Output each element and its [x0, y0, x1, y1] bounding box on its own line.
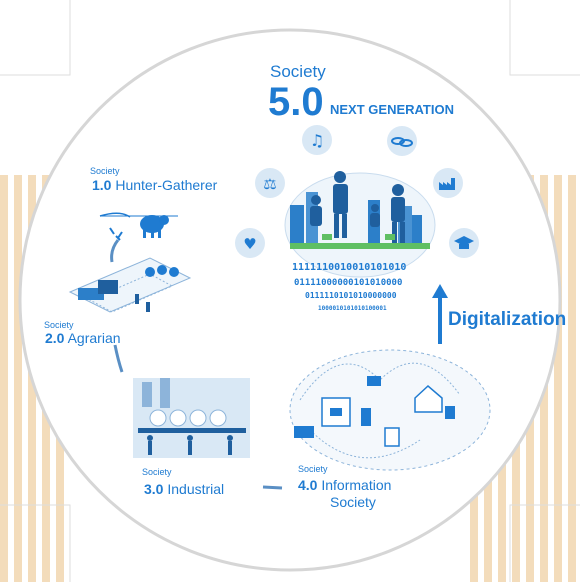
- binary-line-4: 1000010101010100001: [318, 305, 387, 312]
- society4-name-line1: Information: [321, 477, 392, 493]
- digitalization-arrow: [432, 284, 448, 344]
- binary-line-1: 1111110010010101010: [292, 262, 406, 273]
- society1-name: Hunter-Gatherer: [115, 177, 218, 193]
- era-connectors: [110, 239, 283, 490]
- society4-title: 4.0 Information: [298, 476, 391, 494]
- society3-prefix: Society: [142, 467, 172, 477]
- society2-prefix: Society: [44, 320, 74, 330]
- svg-text:♥: ♥: [243, 235, 256, 253]
- svg-text:♫: ♫: [310, 131, 324, 150]
- music-icon-circle: ♫: [302, 125, 332, 155]
- society2-title: 2.0 Agrarian: [45, 329, 121, 347]
- binary-stream: 1111110010010101010 01111000000101010000…: [292, 262, 406, 312]
- society1-title: 1.0 Hunter-Gatherer: [92, 176, 217, 194]
- rings-icon-circle: [387, 126, 417, 156]
- factory-icon-circle: [433, 168, 463, 198]
- heart-icon-circle: ♥: [235, 228, 265, 258]
- society4-name-line2: Society: [330, 494, 376, 510]
- scales-icon-circle: ⚖: [255, 168, 285, 198]
- society3-name: Industrial: [167, 481, 225, 497]
- binary-line-2: 01111000000101010000: [294, 278, 402, 288]
- society4-number: 4.0: [298, 477, 318, 493]
- society2-name: Agrarian: [67, 330, 121, 346]
- svg-text:⚖: ⚖: [263, 175, 276, 193]
- society5-prefix: Society: [270, 62, 326, 81]
- society3-number: 3.0: [144, 481, 164, 497]
- society4-prefix: Society: [298, 464, 328, 474]
- society3-title: 3.0 Industrial: [144, 480, 224, 498]
- society3-illustration: [133, 378, 250, 458]
- binary-line-3: 0111110101010000000: [305, 291, 397, 300]
- society1-number: 1.0: [92, 177, 112, 193]
- society5-city-illustration: [284, 171, 436, 278]
- society1-illustration: [99, 212, 178, 241]
- graduation-cap-icon-circle: [449, 228, 479, 258]
- society5-subtitle: NEXT GENERATION: [330, 102, 454, 117]
- digitalization-label: Digitalization: [448, 309, 567, 330]
- society4-illustration: [289, 349, 491, 471]
- society2-number: 2.0: [45, 330, 65, 346]
- society1-prefix: Society: [90, 166, 120, 176]
- society5-number: 5.0: [268, 80, 324, 124]
- society2-illustration: [68, 257, 192, 313]
